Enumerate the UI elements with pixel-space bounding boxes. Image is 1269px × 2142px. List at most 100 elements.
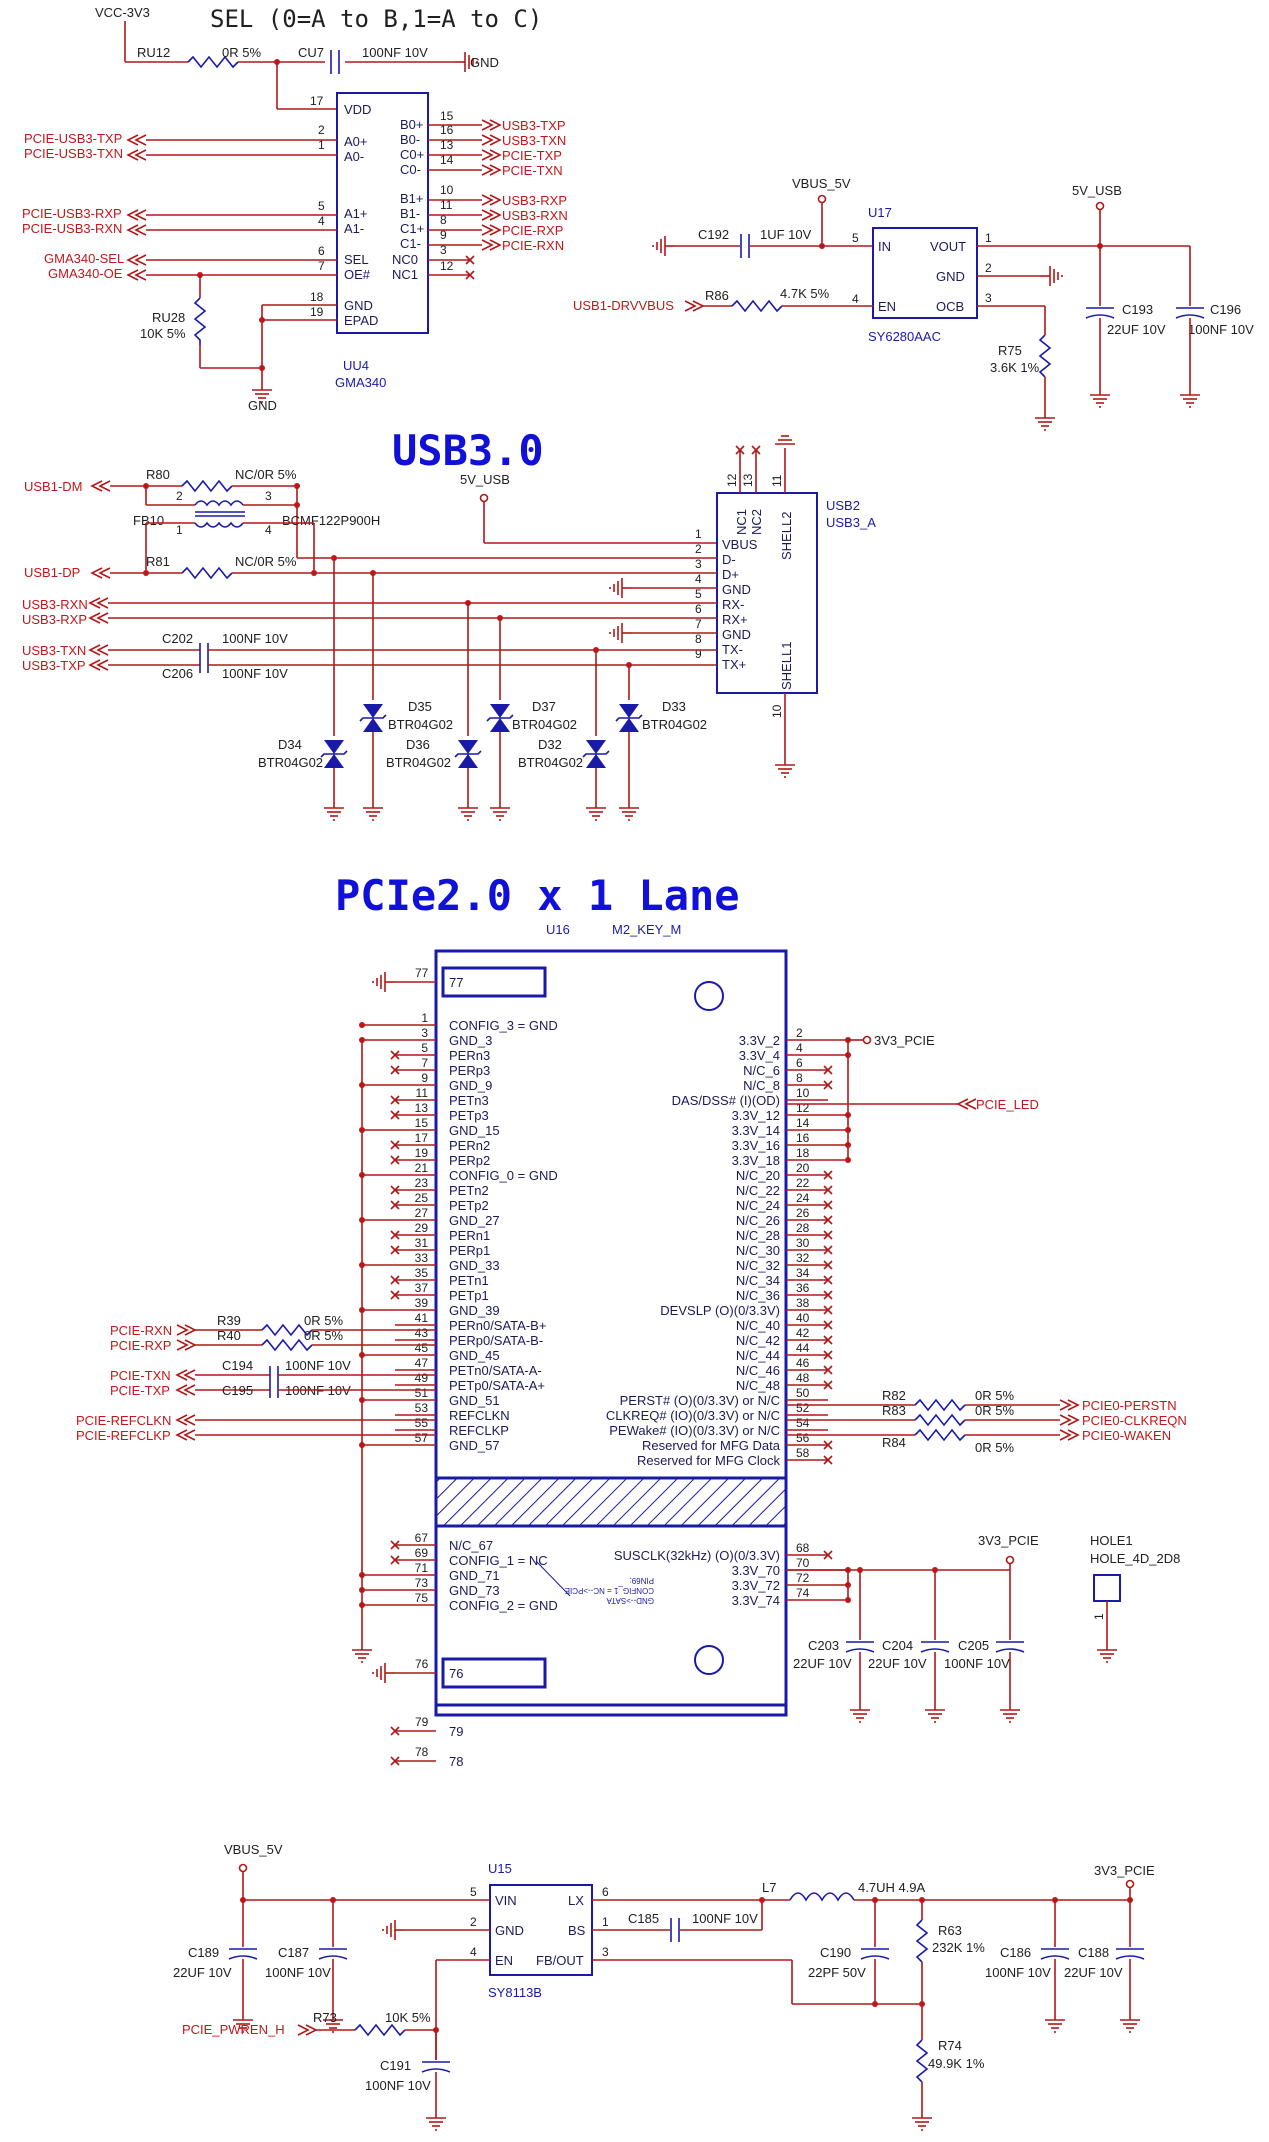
svg-text:BS: BS	[568, 1923, 586, 1938]
svg-text:PCIE-RXN: PCIE-RXN	[502, 238, 564, 253]
mounting-hole	[1093, 1574, 1121, 1602]
m2-pin-name: SUSCLK(32kHz) (O)(0/3.3V)	[614, 1548, 780, 1563]
m2-pin-name: 3.3V_12	[732, 1108, 780, 1123]
svg-text:1: 1	[318, 138, 325, 152]
svg-text:SHELL1: SHELL1	[779, 642, 794, 690]
c206-ref: C206	[162, 666, 193, 681]
cu7-ref: CU7	[298, 45, 324, 60]
svg-text:PCIE-TXP: PCIE-TXP	[502, 148, 562, 163]
svg-text:VOUT: VOUT	[930, 239, 966, 254]
m2-pin-name: CONFIG_0 = GND	[449, 1168, 558, 1183]
m2-pin-num: 50	[796, 1386, 810, 1400]
svg-text:9: 9	[440, 228, 447, 242]
hole1-ref: HOLE1	[1090, 1533, 1133, 1548]
svg-text:BTR04G02: BTR04G02	[386, 755, 451, 770]
m2-pin-name: N/C_48	[736, 1378, 780, 1393]
svg-text:1: 1	[1092, 1613, 1106, 1620]
r39-resistor	[261, 1323, 313, 1337]
m2-pin-name: N/C_20	[736, 1168, 780, 1183]
3v3-pcie-label-2: 3V3_PCIE	[978, 1533, 1039, 1548]
svg-text:USB3-TXP: USB3-TXP	[502, 118, 566, 133]
fb10-upper	[194, 500, 244, 507]
c202-ref: C202	[162, 631, 193, 646]
m2-pin-name: PERp3	[449, 1063, 490, 1078]
m2-pin-name: CONFIG_2 = GND	[449, 1598, 558, 1613]
svg-text:R73: R73	[313, 2010, 337, 2025]
svg-text:A1-: A1-	[344, 221, 364, 236]
svg-text:D35: D35	[408, 699, 432, 714]
usb3-rxp-net: USB3-RXP	[22, 612, 87, 627]
m2-pin-num: 17	[415, 1131, 429, 1145]
svg-text:GND: GND	[495, 1923, 524, 1938]
svg-text:232K 1%: 232K 1%	[932, 1940, 985, 1955]
pcie-section-title: PCIe2.0 x 1 Lane	[335, 871, 740, 920]
svg-text:PIN69:: PIN69:	[630, 1576, 654, 1585]
svg-text:8: 8	[440, 213, 447, 227]
m2-pin-name: N/C_67	[449, 1538, 493, 1553]
m2-pin-num: 75	[415, 1591, 429, 1605]
m2-pin-num: 39	[415, 1296, 429, 1310]
svg-text:R82: R82	[882, 1388, 906, 1403]
m2-pin-name: PERn3	[449, 1048, 490, 1063]
usb3-txn-net: USB3-TXN	[22, 643, 86, 658]
m2-pin-num: 47	[415, 1356, 429, 1370]
svg-text:D+: D+	[722, 567, 739, 582]
m2-pin-name: DAS/DSS# (I)(OD)	[672, 1093, 780, 1108]
pcie-txp-net: PCIE-TXP	[110, 1383, 170, 1398]
m2-pin-num: 53	[415, 1401, 429, 1415]
m2-pin-num: 52	[796, 1401, 810, 1415]
svg-text:19: 19	[310, 305, 324, 319]
sy6280-chip	[872, 227, 978, 319]
svg-text:4: 4	[852, 292, 859, 306]
svg-text:4: 4	[318, 214, 325, 228]
svg-text:100NF 10V: 100NF 10V	[285, 1358, 351, 1373]
m2-pin-name: N/C_40	[736, 1318, 780, 1333]
svg-text:USB3-RXP: USB3-RXP	[502, 193, 567, 208]
gma340-part: GMA340	[335, 375, 386, 390]
m2-pin-name: N/C_34	[736, 1273, 780, 1288]
m2-part: M2_KEY_M	[612, 922, 681, 937]
svg-text:C185: C185	[628, 1911, 659, 1926]
m2-pin-num: 54	[796, 1416, 810, 1430]
svg-text:18: 18	[310, 290, 324, 304]
svg-text:0R 5%: 0R 5%	[304, 1313, 343, 1328]
svg-text:A0+: A0+	[344, 134, 368, 149]
m2-pin-num: 33	[415, 1251, 429, 1265]
m2-pin-name: N/C_22	[736, 1183, 780, 1198]
svg-text:C188: C188	[1078, 1945, 1109, 1960]
svg-text:22UF 10V: 22UF 10V	[793, 1656, 852, 1671]
svg-text:5: 5	[470, 1885, 477, 1899]
vusb-label-1: 5V_USB	[1072, 183, 1122, 198]
svg-text:RX-: RX-	[722, 597, 744, 612]
m2-pin-name: GND_45	[449, 1348, 500, 1363]
sy6280-part: SY6280AAC	[868, 329, 941, 344]
svg-text:R74: R74	[938, 2038, 962, 2053]
svg-text:77: 77	[449, 975, 463, 990]
svg-text:SHELL2: SHELL2	[779, 512, 794, 560]
usb2-ref: USB2	[826, 498, 860, 513]
svg-text:22UF 10V: 22UF 10V	[173, 1965, 232, 1980]
m2-pin-num: 13	[415, 1101, 429, 1115]
m2-pin-num: 36	[796, 1281, 810, 1295]
m2-pin-num: 67	[415, 1531, 429, 1545]
m2-pin-num: 43	[415, 1326, 429, 1340]
svg-text:5: 5	[852, 231, 859, 245]
m2-pin-num: 11	[416, 1086, 429, 1100]
svg-text:IN: IN	[878, 239, 891, 254]
m2-pin-num: 12	[796, 1101, 810, 1115]
svg-text:EN: EN	[878, 299, 896, 314]
m2-pin-name: PETn0/SATA-A-	[449, 1363, 542, 1378]
m2-pin-name: PERp1	[449, 1243, 490, 1258]
ru12-resistor	[187, 55, 239, 69]
m2-pin-num: 20	[796, 1161, 810, 1175]
pcie0-clkreqn-net: PCIE0-CLKREQN	[1082, 1413, 1187, 1428]
m2-pin-name: CONFIG_1 = NC	[449, 1553, 548, 1568]
svg-text:USB3-RXN: USB3-RXN	[502, 208, 568, 223]
c192-capacitor	[740, 233, 750, 259]
svg-text:NC2: NC2	[749, 509, 764, 535]
svg-text:A1+: A1+	[344, 206, 368, 221]
svg-text:USB3-TXN: USB3-TXN	[502, 133, 566, 148]
svg-text:10: 10	[440, 183, 454, 197]
svg-text:C0-: C0-	[400, 162, 421, 177]
